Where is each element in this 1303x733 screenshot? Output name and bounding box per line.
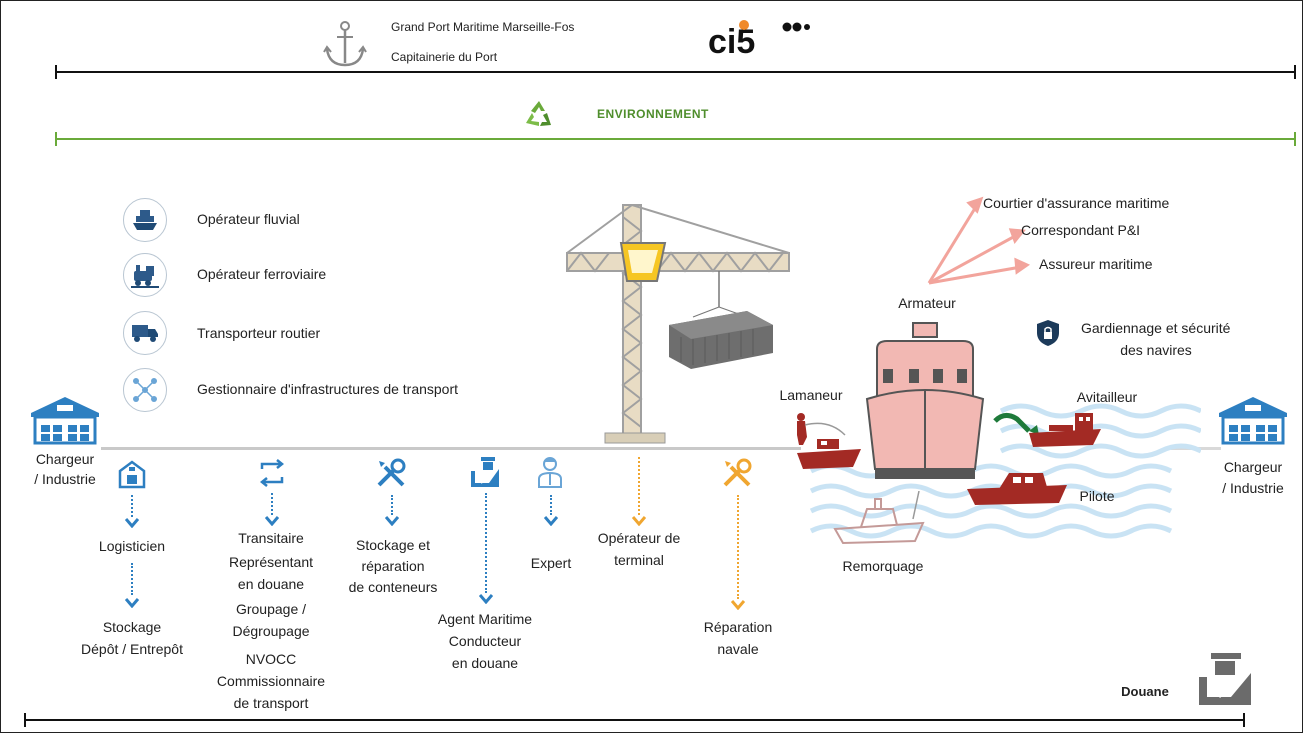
shipper-right-line2: / Industrie [1222, 480, 1284, 496]
degroupage-label: Dégroupage [232, 623, 310, 639]
de-conteneurs-label: de conteneurs [348, 579, 438, 595]
shipper-left-line2: / Industrie [34, 471, 96, 487]
douane-label: Douane [1121, 684, 1169, 699]
agent-maritime-label: Agent Maritime [437, 611, 533, 627]
scope-line-right-tick [1294, 65, 1296, 79]
flow-dots [485, 493, 487, 593]
douane-rep-label: en douane [237, 576, 305, 592]
pilote-label: Pilote [1079, 488, 1115, 504]
pilot-boat [963, 467, 1073, 512]
reparation-navale-line2: navale [717, 641, 759, 657]
reparation-label: réparation [361, 558, 425, 574]
recycle-icon [523, 99, 555, 134]
chevron-down-icon [730, 597, 746, 615]
operator-label: Opérateur fluvial [197, 211, 300, 227]
warehouse-icon [1217, 395, 1289, 450]
operator-label: Gestionnaire d'infrastructures de transp… [197, 381, 459, 397]
tools-icon [721, 457, 753, 494]
operator-label: Transporteur routier [197, 325, 321, 341]
customs-line-right-tick [1243, 713, 1245, 727]
chevron-down-icon [543, 513, 559, 531]
commissionnaire-label: Commissionnaire [216, 673, 326, 689]
env-line-left-tick [55, 132, 57, 146]
quay-line [101, 447, 801, 450]
flow-dots [391, 495, 393, 515]
customs-scope-line [25, 719, 1245, 721]
gardiennage-line1: Gardiennage et sécurité [1081, 320, 1231, 336]
train-icon [123, 253, 167, 297]
wrench-screwdriver-icon [375, 457, 407, 494]
flow-dots [638, 457, 640, 515]
courtier-label: Courtier d'assurance maritime [983, 195, 1170, 211]
ship-illustration [863, 319, 987, 490]
representant-label: Représentant [228, 554, 314, 570]
environment-scope-line [56, 138, 1296, 140]
shipper-right-line1: Chargeur [1223, 459, 1283, 475]
customs-line-left-tick [24, 713, 26, 727]
insurance-arrows [921, 193, 1041, 298]
stockage-et-label: Stockage et [356, 537, 430, 553]
chevron-down-icon [124, 595, 140, 613]
operator-label: Opérateur ferroviaire [197, 266, 327, 282]
terminal-label: terminal [614, 552, 664, 568]
tug-boat [831, 490, 931, 552]
ship-icon [123, 198, 167, 242]
nvocc-label: NVOCC [245, 651, 297, 667]
en-douane-label: en douane [451, 655, 519, 671]
flow-dots [271, 493, 273, 515]
de-transport-label: de transport [233, 695, 309, 711]
scope-line-left-tick [55, 65, 57, 79]
truck-icon [123, 311, 167, 355]
crane-illustration [561, 197, 801, 458]
shipper-left-line1: Chargeur [35, 451, 95, 467]
flow-dots [131, 495, 133, 517]
customs-officer-icon [1197, 651, 1257, 712]
chevron-down-icon [478, 591, 494, 609]
flow-dots [131, 563, 133, 595]
avitailleur-label: Avitailleur [1076, 389, 1138, 405]
authority-scope-line [56, 71, 1296, 73]
water-waves [801, 401, 1203, 556]
logo-text: ci5 [708, 23, 755, 61]
chevron-down-icon [631, 513, 647, 531]
expert-label: Expert [530, 555, 572, 571]
org-name: Grand Port Maritime Marseille-Fos [391, 20, 575, 34]
transitaire-label: Transitaire [238, 530, 304, 546]
warehouse-box-icon [117, 459, 147, 494]
expert-person-icon [537, 455, 563, 494]
lamaneur-boat [789, 409, 869, 480]
env-line-right-tick [1294, 132, 1296, 146]
reparation-navale-line1: Réparation [703, 619, 773, 635]
correspondant-label: Correspondant P&I [1021, 222, 1141, 238]
environment-label: ENVIRONNEMENT [597, 107, 709, 121]
customs-officer-icon [469, 455, 501, 494]
chevron-down-icon [264, 513, 280, 531]
shield-lock-icon [1035, 319, 1061, 352]
depot-label: Dépôt / Entrepôt [81, 641, 183, 657]
exchange-arrows-icon [257, 459, 287, 492]
assureur-label: Assureur maritime [1039, 256, 1153, 272]
remorquage-label: Remorquage [842, 558, 924, 574]
ci5-logo: ci5 [706, 15, 810, 66]
stockage-label: Stockage [102, 619, 162, 635]
armateur-label: Armateur [898, 295, 956, 311]
lamaneur-label: Lamaneur [779, 387, 843, 403]
flow-dots [737, 495, 739, 599]
avitailleur-boat [989, 405, 1105, 456]
flow-dots [550, 495, 552, 515]
org-subtitle: Capitainerie du Port [391, 50, 498, 64]
logisticien-label: Logisticien [98, 538, 166, 554]
network-icon [123, 368, 167, 412]
chevron-down-icon [384, 513, 400, 531]
chevron-down-icon [124, 515, 140, 533]
conducteur-label: Conducteur [448, 633, 522, 649]
operateur-de-label: Opérateur de [597, 530, 681, 546]
gardiennage-line2: des navires [1120, 342, 1192, 358]
anchor-icon [323, 19, 367, 76]
warehouse-icon [29, 395, 101, 450]
groupage-label: Groupage / [235, 601, 307, 617]
